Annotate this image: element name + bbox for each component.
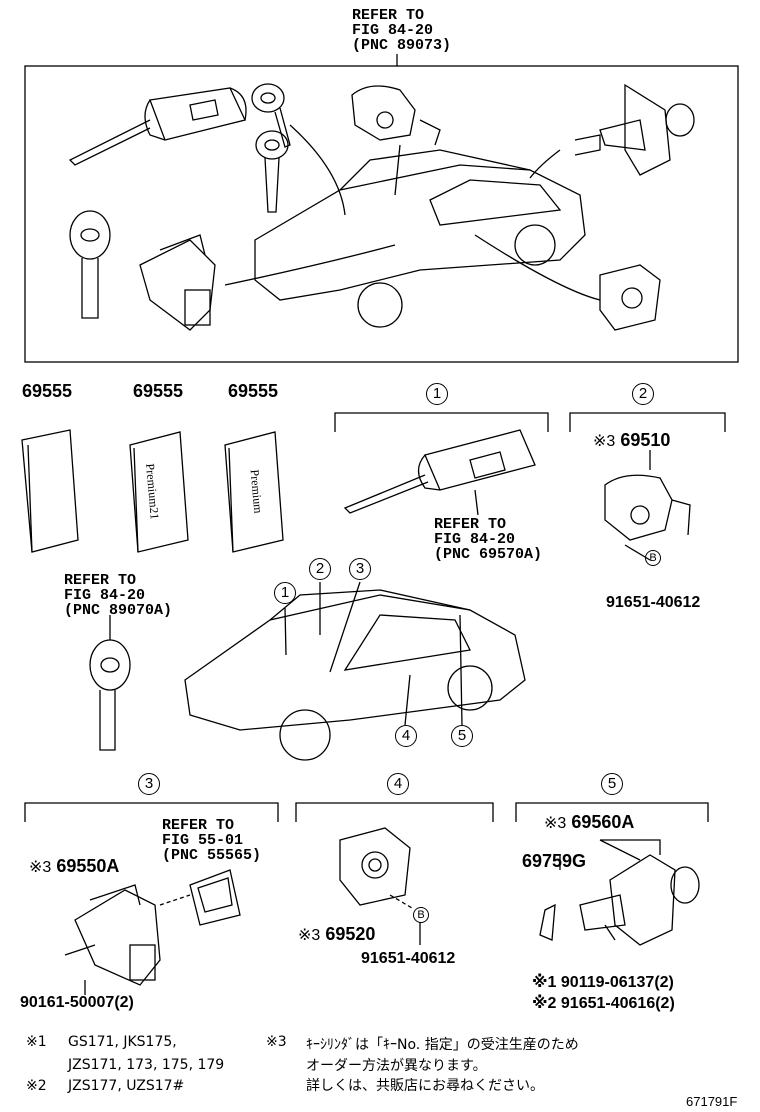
car-callout-5: 5 [451,725,473,747]
car-callout-3: 3 [349,558,371,580]
group3-callout: 3 [138,773,160,795]
lock-set-drawing [64,869,241,995]
key-left-drawing [89,615,131,751]
top-overview-frame [24,65,739,363]
group1-reference-note: REFER TO FIG 84-20 (PNC 69570A) [434,516,543,563]
group2-callout: 2 [632,383,654,405]
footnote-2-mark: ※2 [26,1078,47,1094]
group3-reference-note: REFER TO FIG 55-01 (PNC 55565) [162,817,262,864]
group1-bracket [334,412,549,432]
key-card-part-number[interactable]: 69555 [133,381,184,401]
lock-set-top-drawing [139,234,216,331]
footnote-1-line2: JZS171, 173, 175, 179 [68,1057,225,1073]
footnote-3-line3: 詳しくは、共販店にお尋ねください。 [306,1078,544,1094]
glove-lock-drawing [604,450,691,561]
group4-bolt-part-number[interactable]: 91651-40612 [361,950,456,967]
car-callout-4: 4 [395,725,417,747]
group4-part-number[interactable]: ※3 69520 [298,924,376,944]
group5-fastener-1[interactable]: ※1 90119-06137(2) [532,974,674,991]
car-callout-2: 2 [309,558,331,580]
car-middle-drawing [184,581,526,761]
group2-bolt-tag: B [645,550,661,566]
group2-part-number[interactable]: ※3 69510 [593,430,671,450]
footnote-1-mark: ※1 [26,1034,47,1050]
group4-callout: 4 [387,773,409,795]
group2-mark: ※3 [593,433,616,450]
group4-bracket [295,802,494,822]
group2-bracket [569,412,726,432]
trunk-lock-top-drawing [574,83,695,176]
group1-callout: 1 [426,383,448,405]
car-top-drawing [224,124,601,328]
ignition-cylinder-top-drawing [68,87,247,166]
footnote-2-line1: JZS177, UZS17# [68,1078,185,1094]
group4-mark: ※3 [298,927,321,944]
key-cards-drawing [21,429,284,553]
footnote-1-line1: GS171, JKS175, [68,1034,177,1050]
group3-part-number[interactable]: ※3 69550A [29,856,120,876]
group5-mark: ※3 [544,815,567,832]
figure-id: 671791F [686,1094,738,1109]
footnote-3-mark: ※3 [266,1034,287,1050]
top-reference-note: REFER TO FIG 84-20 (PNC 89073) [352,7,452,54]
keys-top-drawing [69,83,291,319]
group5-part-number[interactable]: ※3 69560A [544,812,635,832]
key-card-part-number[interactable]: 69555 [22,381,73,401]
door-lock-drawing [339,827,421,945]
group5-callout: 5 [601,773,623,795]
left-reference-note: REFER TO FIG 84-20 (PNC 89070A) [64,572,173,619]
group5-fastener-2[interactable]: ※2 91651-40616(2) [532,995,675,1012]
group3-mark: ※3 [29,859,52,876]
key-card-part-number[interactable]: 69555 [228,381,279,401]
group2-bolt-part-number[interactable]: 91651-40612 [606,594,701,611]
ignition-cylinder-drawing [343,429,536,516]
group4-bolt-tag: B [413,907,429,923]
door-lock-top-drawing [599,264,661,331]
group3-bracket [24,802,279,822]
group3-screw-part-number[interactable]: 90161-50007(2) [20,994,134,1011]
car-callout-1: 1 [274,582,296,604]
trunk-lock-drawing [539,839,700,946]
group5-bracket [515,802,709,822]
group5-part-number-2[interactable]: 69759G [522,851,587,871]
glove-lock-top-drawing [351,85,441,146]
footnote-3-line2: オーダー方法が異なります。 [306,1058,487,1074]
footnote-3-line1: ｷｰｼﾘﾝﾀﾞは「ｷｰNo. 指定」の受注生産のため [306,1037,579,1053]
